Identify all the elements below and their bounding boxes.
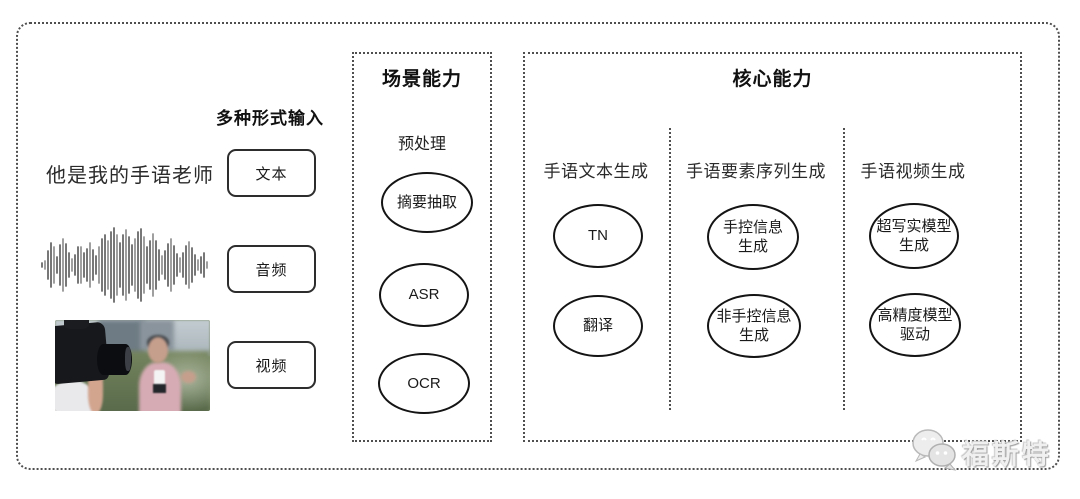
node-tn: TN (553, 204, 643, 268)
input-type-box-text: 文本 (227, 149, 316, 197)
node-non-manual-info-generation: 非手控信息 生成 (707, 294, 801, 358)
core-capability-box (523, 52, 1022, 442)
column-header-text-generation: 手语文本生成 (543, 162, 649, 181)
node-ocr: OCR (378, 353, 470, 414)
outer-dotted-border (16, 22, 1060, 470)
column-divider (843, 128, 845, 410)
column-divider (669, 128, 671, 410)
column-header-element-sequence-generation: 手语要素序列生成 (686, 162, 826, 181)
watermark-brand-text: 福斯特 (962, 440, 1052, 470)
input-type-box-video: 视频 (227, 341, 316, 389)
wechat-bubbles-icon (912, 429, 957, 471)
node-hyperreal-model-generation: 超写实模型 生成 (869, 203, 959, 269)
input-type-label: 文本 (255, 165, 288, 183)
node-summary-extract: 摘要抽取 (381, 172, 473, 233)
node-translate: 翻译 (553, 295, 643, 357)
node-manual-info-generation: 手控信息 生成 (707, 204, 799, 270)
audio-waveform-icon (41, 227, 208, 303)
input-section-title: 多种形式输入 (216, 109, 324, 128)
sample-sentence-text: 他是我的手语老师 (46, 165, 214, 187)
scene-section-title: 场景能力 (381, 69, 462, 90)
column-header-video-generation: 手语视频生成 (860, 162, 966, 181)
node-asr: ASR (379, 263, 469, 327)
input-type-label: 视频 (255, 357, 288, 375)
core-section-title: 核心能力 (732, 69, 813, 90)
reporter-video-photo (55, 320, 210, 411)
preprocess-stage-label: 预处理 (397, 136, 446, 153)
scene-capability-box (352, 52, 492, 442)
input-type-box-audio: 音频 (227, 245, 316, 293)
input-type-label: 音频 (255, 261, 288, 279)
node-high-precision-model-drive: 高精度模型 驱动 (869, 293, 961, 357)
